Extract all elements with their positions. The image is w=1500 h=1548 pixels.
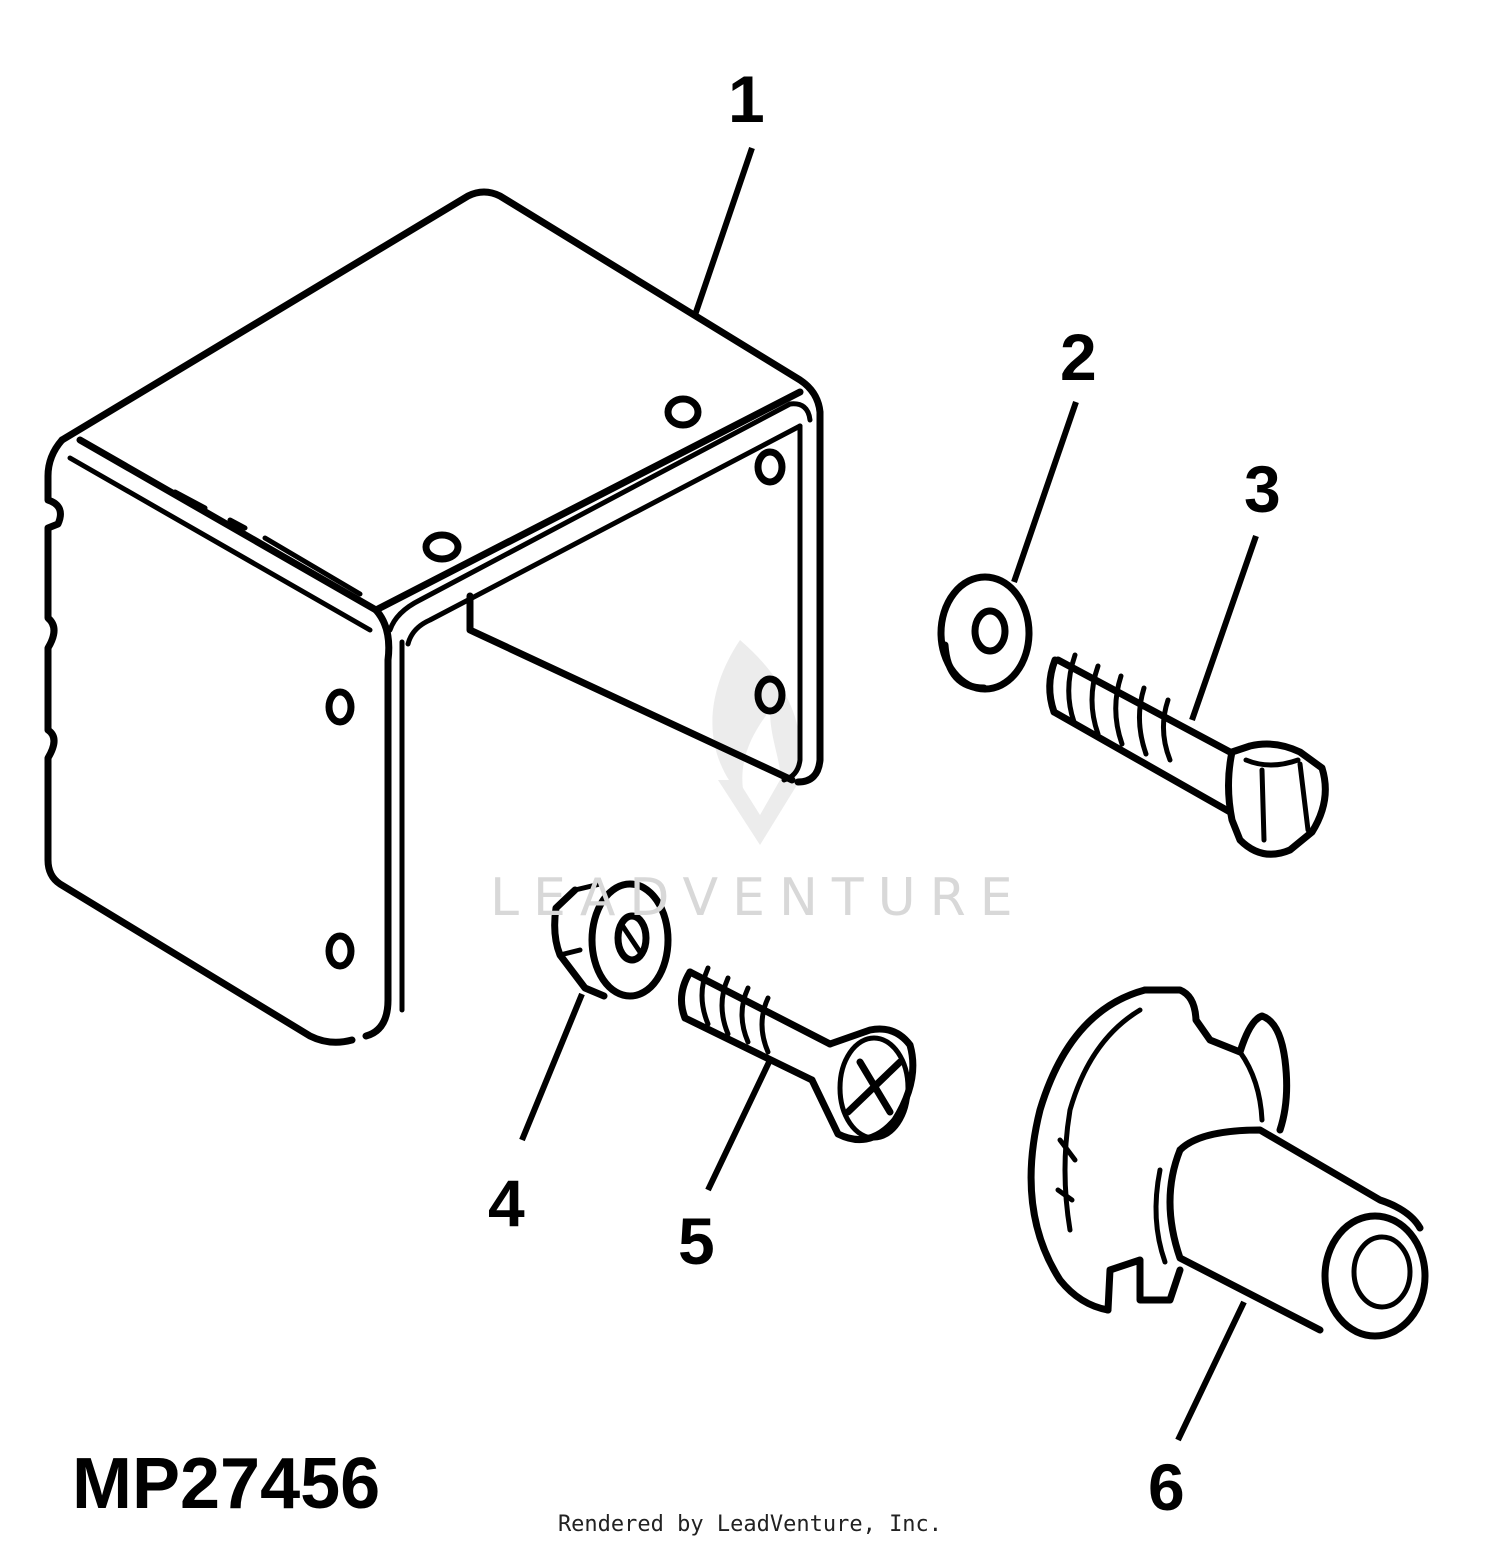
callout-4: 4 [488, 1166, 525, 1240]
render-credit: Rendered by LeadVenture, Inc. [557, 1512, 943, 1537]
figure-code: MP27456 [72, 1444, 381, 1524]
leader-3 [1189, 535, 1259, 721]
callout-2: 2 [1060, 320, 1097, 394]
callout-1: 1 [728, 62, 765, 136]
leader-lines [519, 147, 1259, 1442]
callout-6: 6 [1148, 1450, 1185, 1524]
callout-5: 5 [678, 1204, 715, 1278]
washer-part [937, 573, 1033, 693]
fitting-part [1027, 986, 1429, 1340]
leader-6 [1175, 1300, 1247, 1442]
watermark-text: LEADVENTURE [490, 868, 1027, 928]
callout-3: 3 [1244, 452, 1281, 526]
leader-1 [691, 147, 755, 319]
leader-4 [519, 992, 585, 1142]
leader-5 [705, 1058, 773, 1192]
bracket-part [44, 188, 824, 1046]
hex-bolt-part [1046, 652, 1329, 858]
watermark-logo-icon [712, 640, 801, 845]
nut-part [551, 880, 672, 1000]
flat-head-screw-part [677, 965, 917, 1144]
leader-2 [1011, 401, 1079, 583]
